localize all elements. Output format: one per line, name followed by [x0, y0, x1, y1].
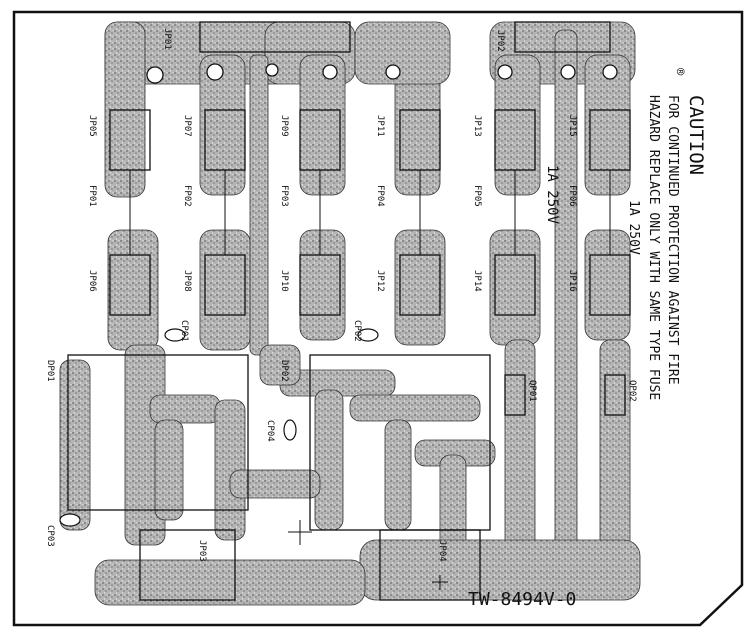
label-jp11: JP11: [375, 115, 385, 137]
label-jp12: JP12: [375, 270, 385, 292]
label-jp07: JP07: [182, 115, 192, 137]
label-fp04: FP04: [375, 185, 385, 207]
label-jp09: JP09: [279, 115, 289, 137]
label-jp04: JP04: [437, 540, 447, 562]
caution-title: CAUTION: [685, 95, 707, 175]
label-fp02: FP02: [182, 185, 192, 207]
label-fp03: FP03: [279, 185, 289, 207]
label-cp01: CP01: [179, 320, 189, 342]
label-fp01: FP01: [87, 185, 97, 207]
part-number: TW-8494V-0: [468, 589, 576, 610]
registered-mark: ®: [673, 68, 687, 76]
component-labels: JP01 JP02 JP03 JP04 JP05 JP06 JP07 JP08 …: [45, 28, 637, 562]
label-jp13: JP13: [472, 115, 482, 137]
label-cp02: CP02: [352, 320, 362, 342]
label-qp02: QP02: [627, 380, 637, 402]
capacitor-symbols: [59, 328, 379, 527]
label-jp10: JP10: [279, 270, 289, 292]
label-jp16: JP16: [567, 270, 577, 292]
label-jp06: JP06: [87, 270, 97, 292]
label-cp04: CP04: [265, 420, 275, 442]
mounting-holes: [146, 63, 618, 84]
label-jp15: JP15: [567, 115, 577, 137]
label-dp01: DP01: [45, 360, 55, 382]
caution-line3: 1A 250V: [626, 200, 641, 255]
label-jp05: JP05: [87, 115, 97, 137]
label-qp01: QP01: [527, 380, 537, 402]
label-fp06: FP06: [567, 185, 577, 207]
caution-line2: HAZARD REPLACE ONLY WITH SAME TYPE FUSE: [646, 95, 661, 400]
label-fp05: FP05: [472, 185, 482, 207]
label-jp14: JP14: [472, 270, 482, 292]
label-jp08: JP08: [182, 270, 192, 292]
fuse-rating: 1A 250V: [544, 165, 560, 225]
label-jp01: JP01: [162, 28, 172, 50]
caution-block: ® CAUTION FOR CONTINUED PROTECTION AGAIN…: [626, 68, 707, 400]
label-jp03: JP03: [197, 540, 207, 562]
caution-line1: FOR CONTINUED PROTECTION AGAINST FIRE: [665, 95, 680, 385]
fuse-links: [129, 170, 611, 590]
label-dp02: DP02: [279, 360, 289, 382]
label-jp02: JP02: [495, 30, 505, 52]
label-cp03: CP03: [45, 525, 55, 547]
